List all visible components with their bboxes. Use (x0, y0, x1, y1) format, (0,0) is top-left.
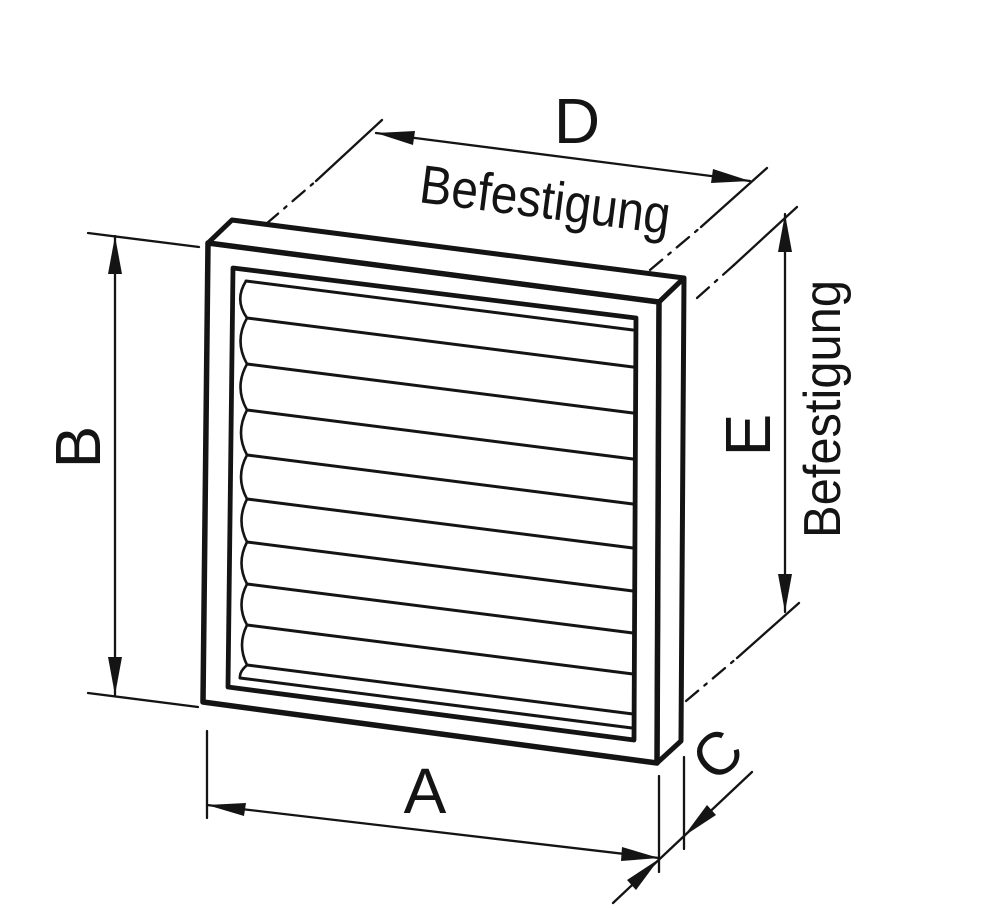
dim-b-arrow-down-icon (108, 657, 122, 695)
pleat-scalloped-edge (238, 279, 249, 680)
pleat-line (245, 497, 635, 550)
filter-media-bottom-edge (238, 676, 634, 730)
dim-d-extension-right (699, 166, 769, 229)
dim-b-extension-bottom (86, 691, 200, 709)
pleat-lines (245, 316, 635, 716)
dim-a-arrow-left-icon (207, 803, 246, 816)
dim-c-arrow-upper-icon (684, 805, 716, 836)
dim-d-extension-right-dashed (648, 225, 703, 272)
dim-d-extension-left (314, 118, 384, 183)
dim-d-extension-left-dashed (264, 179, 318, 226)
dim-label-a: A (404, 755, 447, 827)
dim-a-line (205, 803, 661, 860)
pleat-line (245, 582, 635, 635)
dim-b-extension-top (86, 231, 201, 249)
mounting-label-right: Befestigung (794, 280, 852, 538)
filter-body (200, 217, 687, 766)
dim-e-arrow-down-icon (778, 574, 792, 612)
mounting-label-top: Befestigung (416, 154, 674, 246)
filter-media-top-edge (244, 279, 635, 332)
dim-c-arrow-lower-icon (627, 859, 659, 890)
filter-side-face (654, 275, 687, 766)
dim-label-c: C (679, 715, 756, 794)
dim-e-arrow-up-icon (778, 214, 792, 252)
filter-inner-frame (225, 265, 639, 743)
dim-a-arrow-right-icon (621, 847, 659, 861)
pleat-line (245, 362, 635, 415)
dim-e-extension-bottom (735, 601, 801, 660)
dim-label-d: D (554, 85, 600, 157)
dimension-arrowheads (108, 131, 792, 890)
dim-d-arrow-right-icon (711, 169, 750, 183)
pleat-line (245, 540, 635, 593)
dim-label-e: E (712, 414, 784, 457)
pleat-line (245, 316, 635, 369)
dim-b-arrow-up-icon (108, 236, 122, 274)
dim-d-arrow-left-icon (376, 131, 415, 145)
dim-e-extension-top-dashed (695, 263, 736, 300)
pleat-line (245, 408, 635, 461)
dim-d-line (374, 131, 752, 183)
dimension-labels: A B C D E Befestigung Befestigung (42, 85, 852, 827)
dim-e-extension-bottom-dashed (684, 656, 739, 703)
pleat-line (245, 453, 635, 506)
dim-label-b: B (42, 426, 114, 469)
pleat-line (245, 663, 635, 716)
pleat-line (245, 623, 635, 676)
dim-e-extension-top (732, 205, 799, 267)
